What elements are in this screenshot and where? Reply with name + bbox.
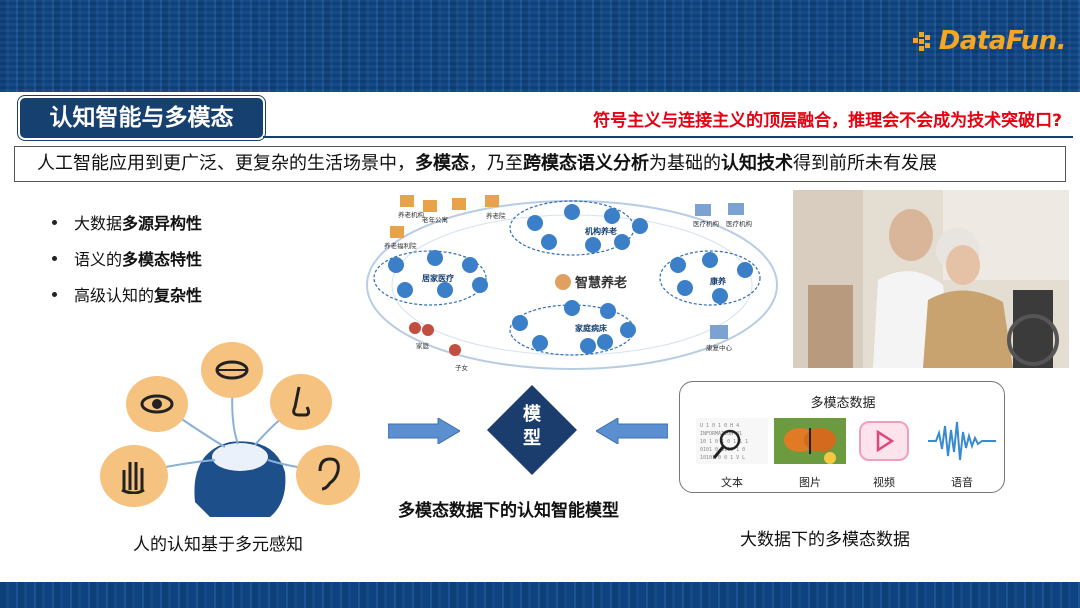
multimodal-label-text: 文本: [721, 476, 743, 489]
nose-icon: [270, 374, 332, 430]
place-label: 老年公寓: [422, 216, 448, 224]
bullet-prefix: 语义的: [74, 250, 123, 269]
caregiver-photo-illustration: [793, 190, 1069, 368]
multimodal-title: 多模态数据: [810, 396, 876, 411]
bullet-bold: 复杂性: [154, 286, 203, 305]
datafun-logo: DataFun.: [912, 26, 1067, 56]
page-title: 认知智能与多模态: [20, 98, 263, 138]
text-data-icon: U 1 0 1 0 H 4 INFORMATION 01 10 1 0 1 0 1 …: [696, 418, 768, 464]
bullet-bold: 多源异构性: [122, 214, 203, 233]
place-label: 养老福利院: [384, 242, 417, 250]
elderly-couple-icon: [555, 273, 571, 290]
bullet-dot-icon: [52, 291, 57, 297]
model-char-1: 模: [523, 404, 541, 425]
description-box: 人工智能应用到更广泛、更复杂的生活场景中，多模态，乃至跨模态语义分析为基础的认知…: [14, 146, 1066, 182]
svg-text:0101 0 0110 1 0: 0101 0 0110 1 0: [700, 447, 745, 453]
bullet-prefix: 高级认知的: [74, 286, 155, 305]
desc-text-2: ，乃至: [469, 153, 523, 174]
logo-text: DataFun.: [938, 26, 1067, 56]
ecosystem-center: 智慧养老: [555, 272, 627, 291]
desc-text-1: 人工智能应用到更广泛、更复杂的生活场景中，: [37, 153, 415, 174]
multimodal-label-audio: 语音: [951, 476, 973, 489]
svg-text:INFORMATION 01: INFORMATION 01: [700, 431, 742, 437]
video-data-icon: [854, 418, 914, 464]
svg-text:10 1 0 1 0 1 1 1: 10 1 0 1 0 1 1 1: [700, 439, 748, 445]
senses-head-graphic: [149, 381, 321, 517]
ecosystem-rings: [366, 195, 778, 370]
place-label: 养老机构: [398, 211, 424, 219]
ring-label: 机构养老: [585, 227, 617, 236]
place-label: 子女: [455, 364, 468, 372]
desc-bold-1: 多模态: [415, 153, 469, 174]
arrow-left-icon: [596, 418, 668, 444]
model-caption: 多模态数据下的认知智能模型: [398, 501, 619, 521]
audio-waveform-icon: [926, 418, 998, 464]
page-subtitle: 符号主义与连接主义的顶层融合，推理会不会成为技术突破口?: [593, 111, 1062, 131]
bullet-bold: 多模态特性: [122, 250, 203, 269]
mouth-icon: [201, 342, 263, 398]
ring-label: 家庭病床: [575, 324, 607, 333]
place-label: 养老院: [486, 212, 506, 220]
multi-sense-illustration: [100, 342, 365, 517]
place-label: 家庭: [416, 342, 429, 350]
senses-caption: 人的认知基于多元感知: [133, 535, 303, 555]
footer-banner: [0, 582, 1080, 608]
place-label: 医疗机构: [693, 220, 719, 228]
model-diamond: 模 型: [487, 385, 577, 475]
model-char-2: 型: [523, 428, 541, 449]
elderly-care-photo: [793, 190, 1069, 368]
arrow-right-icon: [388, 418, 460, 444]
ring-label: 康养: [710, 277, 726, 286]
multimodal-caption: 大数据下的多模态数据: [740, 530, 910, 550]
ring-label: 居家医疗: [422, 274, 454, 283]
desc-text-4: 得到前所未有发展: [793, 153, 937, 174]
place-label: 医疗机构: [726, 220, 752, 228]
eye-icon: [126, 376, 188, 432]
image-data-icon: [774, 418, 846, 464]
bullet-dot-icon: [52, 219, 57, 225]
bullet-item: 高级认知的复杂性: [52, 282, 202, 306]
bullet-item: 大数据多源异构性: [52, 210, 202, 234]
place-label: 康复中心: [706, 344, 732, 352]
bullet-list: 大数据多源异构性 语义的多模态特性 高级认知的复杂性: [52, 210, 202, 318]
logo-mark-icon: [912, 31, 935, 51]
bullet-prefix: 大数据: [74, 214, 123, 233]
desc-text-3: 为基础的: [649, 153, 721, 174]
svg-text:10101 0 0 1 V L: 10101 0 0 1 V L: [700, 455, 745, 461]
multimodal-label-image: 图片: [799, 476, 821, 489]
ecosystem-center-label: 智慧养老: [575, 276, 628, 291]
svg-text:U 1 0 1 0 H 4: U 1 0 1 0 H 4: [700, 423, 739, 429]
ear-icon: [296, 445, 360, 505]
multimodal-data-box: 多模态数据 U 1 0 1 0 H 4 INFORMATION 01 10 1 0 …: [679, 381, 1005, 493]
header-banner: [0, 0, 1080, 92]
desc-bold-3: 认知技术: [721, 153, 793, 174]
title-underline: [263, 136, 1073, 138]
diamond-shape: [487, 385, 577, 475]
desc-bold-2: 跨模态语义分析: [523, 153, 649, 174]
model-diamond-text: 模 型: [487, 403, 577, 451]
bullet-dot-icon: [52, 255, 57, 261]
multimodal-label-video: 视频: [873, 476, 895, 489]
smart-elderly-care-diagram: 机构养老 居家医疗 康养 家庭病床 智慧养老 养老机构 老年公寓 养老院 养老福…: [360, 190, 785, 380]
bullet-item: 语义的多模态特性: [52, 246, 202, 270]
hand-icon: [100, 445, 168, 507]
